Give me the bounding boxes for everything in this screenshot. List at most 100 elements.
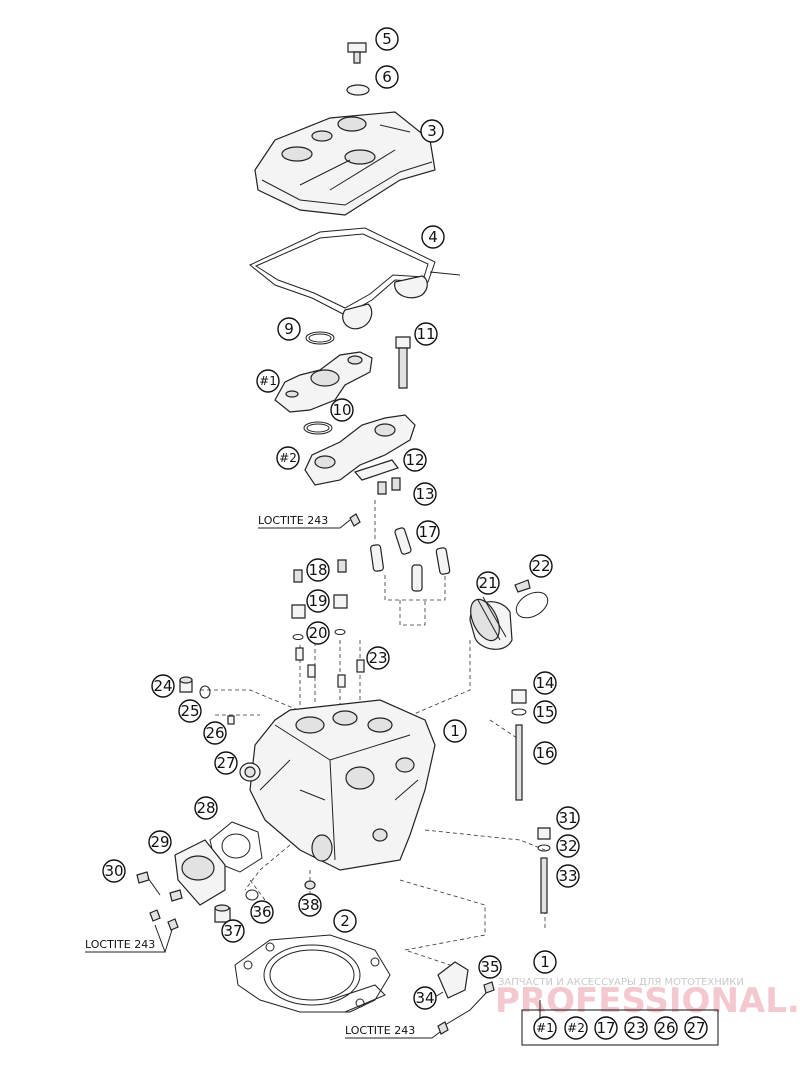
callout-9: 9	[277, 317, 301, 341]
callout-24-label: 24	[153, 677, 172, 695]
callout-6-label: 6	[382, 68, 392, 86]
part-26	[227, 715, 235, 725]
callout-27-label: 27	[216, 754, 235, 772]
kit-item-hash-2-label: #2	[567, 1021, 585, 1035]
callout-36: 36	[250, 900, 274, 924]
callout-19: 19	[306, 589, 330, 613]
bolts-part-18	[293, 559, 347, 583]
camshaft-bearing-part-1	[274, 351, 373, 413]
callout-28-label: 28	[196, 799, 215, 817]
intake-rubber-part-21	[469, 596, 513, 650]
oring-part-36	[245, 889, 259, 901]
callout-29: 29	[148, 830, 172, 854]
callout-22-label: 22	[531, 557, 550, 575]
clamp-part-22	[514, 579, 549, 619]
loctite-labels: LOCTITE 243 LOCTITE 243 LOCTITE 243	[85, 514, 441, 1039]
part-38	[304, 880, 316, 890]
callout-11-label: 11	[416, 325, 435, 343]
watermark: PROFESSIONAL.RU ЗАПЧАСТИ И АКСЕССУАРЫ ДЛ…	[495, 977, 800, 1021]
manifold-part-29	[174, 839, 226, 906]
washer-part-32	[537, 844, 551, 852]
callout-23: 23	[366, 646, 390, 670]
plate-part-12	[353, 459, 399, 481]
callout-26: 26	[203, 721, 227, 745]
callout-31: 31	[556, 806, 580, 830]
loctite-label-3: LOCTITE 243	[345, 1024, 415, 1037]
gasket-part-4	[249, 227, 436, 330]
loctite-drop-3	[437, 1021, 449, 1035]
callout-37: 37	[221, 919, 245, 943]
dowels-part-23	[295, 647, 365, 688]
callout-25: 25	[178, 699, 202, 723]
part-34	[437, 961, 469, 999]
callout-1-label: 1	[450, 722, 460, 740]
kit-item-26-label: 26	[656, 1019, 675, 1037]
callout-16-label: 16	[535, 744, 554, 762]
callout-32-label: 32	[558, 837, 577, 855]
callout-5: 5	[375, 27, 399, 51]
callout-17-label: 17	[418, 523, 437, 541]
callout-4: 4	[421, 225, 445, 249]
valve-guides-part-17	[370, 527, 451, 592]
plug-part-24	[179, 676, 193, 693]
oring-part-10	[303, 421, 333, 435]
callout-9-label: 9	[284, 320, 294, 338]
callout-25-label: 25	[180, 702, 199, 720]
callout-35-label: 35	[480, 958, 499, 976]
camshaft-bearing-part-2	[304, 414, 416, 486]
callout-15: 15	[533, 700, 557, 724]
kit-item-23: 23	[624, 1016, 648, 1040]
oring-part-25	[199, 685, 211, 699]
watermark-tagline: ЗАПЧАСТИ И АКСЕССУАРЫ ДЛЯ МОТОТЕХНИКИ	[498, 977, 744, 988]
callout-36-label: 36	[252, 903, 271, 921]
kit-item-27: 27	[684, 1016, 708, 1040]
callout-37-label: 37	[223, 922, 242, 940]
callout-4-label: 4	[428, 228, 438, 246]
kit-item-hash-2: #2	[564, 1016, 588, 1040]
kit-contents-box	[521, 1009, 719, 1046]
callout-32: 32	[556, 834, 580, 858]
callout-21-label: 21	[478, 574, 497, 592]
bolt-part-5	[347, 42, 367, 64]
bolts-part-30	[136, 871, 183, 931]
callout-27: 27	[214, 751, 238, 775]
callout-13: 13	[413, 482, 437, 506]
cylinder-head-part-1	[249, 699, 436, 871]
callout-23-label: 23	[368, 649, 387, 667]
stud-part-16	[515, 724, 523, 801]
callout-20-label: 20	[308, 624, 327, 642]
callout-hash-1-label: #1	[259, 374, 277, 388]
callout-35: 35	[478, 955, 502, 979]
loctite-label-2: LOCTITE 243	[85, 938, 155, 951]
callout-hash-2-label: #2	[279, 451, 297, 465]
callout-1-kit-label: 1	[540, 953, 550, 971]
callout-34-label: 34	[415, 989, 434, 1007]
callout-20: 20	[306, 621, 330, 645]
callout-14: 14	[533, 671, 557, 695]
washer-part-6	[346, 84, 370, 96]
callout-10-label: 10	[332, 401, 351, 419]
kit-item-hash-1-label: #1	[536, 1021, 554, 1035]
callout-33-label: 33	[558, 867, 577, 885]
kit-item-hash-1: #1	[533, 1016, 557, 1040]
nut-part-14	[511, 689, 527, 704]
callout-hash-1: #1	[256, 369, 280, 393]
callout-11: 11	[414, 322, 438, 346]
callout-5-label: 5	[382, 30, 392, 48]
callout-hash-2: #2	[276, 446, 300, 470]
callout-2: 2	[333, 909, 357, 933]
callout-30: 30	[102, 859, 126, 883]
loctite-drop-1	[349, 513, 361, 527]
callout-31-label: 31	[558, 809, 577, 827]
screw-part-35	[483, 981, 495, 994]
loctite-label-1: LOCTITE 243	[258, 514, 328, 527]
callout-17: 17	[416, 520, 440, 544]
callout-6: 6	[375, 65, 399, 89]
callout-22: 22	[529, 554, 553, 578]
callout-18: 18	[306, 558, 330, 582]
callout-30-label: 30	[104, 862, 123, 880]
callout-1: 1	[443, 719, 467, 743]
callout-24: 24	[151, 674, 175, 698]
callout-15-label: 15	[535, 703, 554, 721]
callout-14-label: 14	[535, 674, 554, 692]
